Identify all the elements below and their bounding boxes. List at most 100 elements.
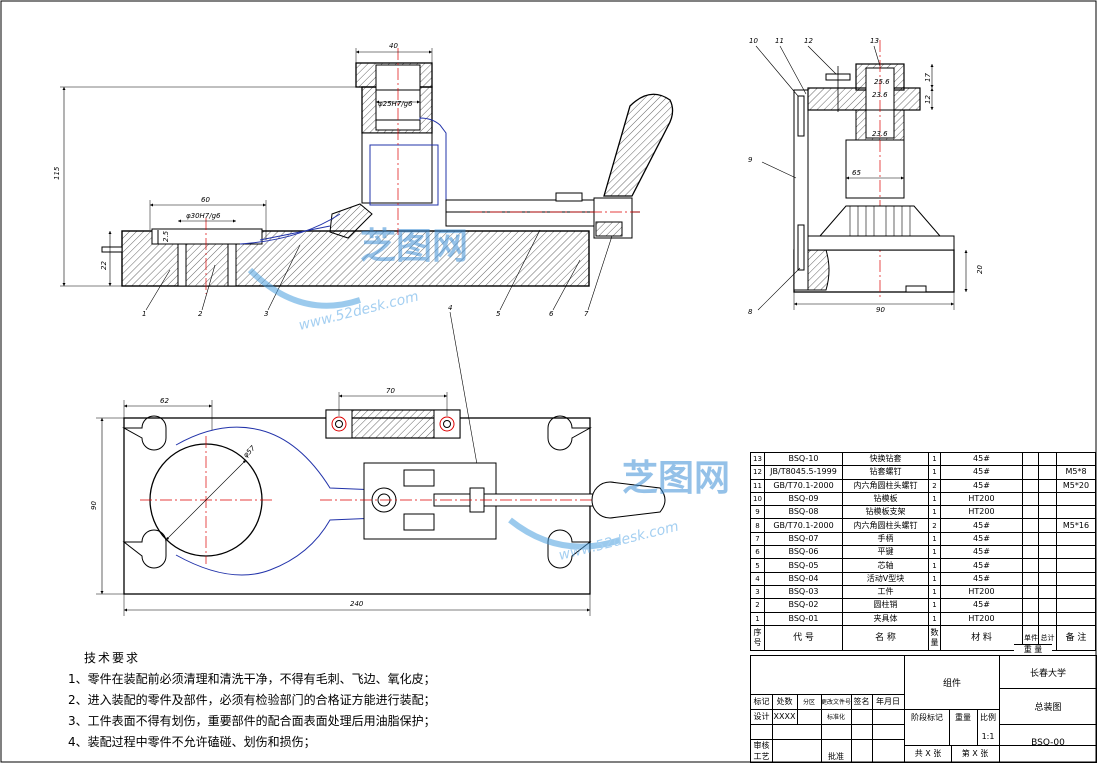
bom-qty: 1: [928, 584, 941, 600]
tb-drawing-no: BSQ-00: [1031, 738, 1065, 748]
bom-material: 45#: [940, 598, 1023, 613]
dim-side-width: 90: [876, 306, 885, 314]
callout-9: 9: [748, 156, 753, 164]
bom-total-weight: [1038, 451, 1057, 467]
tb-approve: 批准: [828, 751, 844, 761]
bom-total-weight: [1038, 558, 1057, 573]
bom-qty: 1: [928, 545, 941, 560]
bom-weight-caption: 重 量: [1014, 644, 1052, 655]
bom-unit-weight: [1022, 465, 1039, 480]
dim-left-width: 60: [201, 196, 210, 204]
bom-total-weight: [1038, 505, 1057, 520]
bom-qty: 2: [928, 478, 941, 493]
bom-total-weight: [1038, 491, 1057, 507]
bom-code: BSQ-02: [764, 598, 843, 613]
tb-weight: 重量: [955, 712, 971, 722]
bom-name: 活动V型块: [842, 571, 929, 586]
bom-header-qty: 数量: [928, 624, 941, 651]
watermark-text-2: 芝图网: [622, 458, 730, 499]
bom-seq: 11: [750, 478, 765, 493]
bom-code: GB/T70.1-2000: [764, 478, 843, 493]
bom-name: 内六角圆柱头螺钉: [842, 478, 929, 493]
bom-remark: M5*16: [1056, 518, 1096, 533]
tb-group: 组件: [942, 679, 961, 689]
bom-seq: 8: [750, 518, 765, 533]
dim-plan-dia: φ57: [242, 444, 258, 460]
bom-name: 钻模板: [842, 491, 929, 507]
bom-total-weight: [1038, 518, 1057, 533]
bom-code: BSQ-10: [764, 451, 843, 467]
bom-remark: [1056, 571, 1096, 586]
tb-count: 处数: [776, 697, 793, 706]
bom-unit-weight: [1022, 451, 1039, 467]
bom-seq: 9: [750, 505, 765, 520]
workpiece-top: [151, 228, 263, 245]
dim-plan-slot: 62: [160, 397, 169, 405]
bom-qty: 2: [928, 518, 941, 533]
dim-bore-top: φ25H7/g6: [378, 100, 413, 108]
bom-remark: [1056, 584, 1096, 600]
bom-seq: 13: [750, 451, 765, 467]
bom-material: 45#: [940, 531, 1023, 547]
bom-remark: [1056, 558, 1096, 573]
bom-total-weight: [1038, 584, 1057, 600]
bom-qty: 1: [928, 451, 941, 467]
bom-seq: 12: [750, 465, 765, 480]
bom-material: 45#: [940, 451, 1023, 467]
bom-seq: 3: [750, 584, 765, 600]
tb-school: 长春大学: [1029, 668, 1066, 679]
bom-code: BSQ-08: [764, 505, 843, 520]
bom-code: BSQ-06: [764, 545, 843, 560]
handle: [603, 93, 674, 197]
bom-remark: [1056, 491, 1096, 507]
bom-unit-weight: [1022, 531, 1039, 547]
bom-code: BSQ-05: [764, 558, 843, 573]
dim-base-height: 22: [100, 261, 108, 270]
callout-11: 11: [775, 37, 784, 45]
bom-code: BSQ-09: [764, 491, 843, 507]
tb-design: 设计: [753, 712, 770, 721]
bom-name: 圆柱销: [842, 598, 929, 613]
bom-qty: 1: [928, 558, 941, 573]
callout-1: 1: [142, 310, 146, 318]
bom-material: HT200: [940, 584, 1023, 600]
dim-plan-length: 240: [350, 600, 364, 608]
tb-sheets: 共 X 张: [914, 749, 942, 758]
bom-material: 45#: [940, 465, 1023, 480]
bom-seq: 7: [750, 531, 765, 547]
bom-total-weight: [1038, 531, 1057, 547]
bom-name: 工件: [842, 584, 929, 600]
dim-side-d3: 17: [924, 73, 932, 82]
bom-seq: 5: [750, 558, 765, 573]
bom-material: 45#: [940, 545, 1023, 560]
bom-unit-weight: [1022, 584, 1039, 600]
bom-remark: [1056, 531, 1096, 547]
front-view-dimension-text: 40 φ25H7/g6 115 22 60 φ30H7/g6 2.5 1 2 3…: [53, 42, 589, 318]
bom-header-seq: 序号: [750, 624, 765, 651]
dim-plan-height: 90: [90, 501, 98, 510]
bom-remark: M5*20: [1056, 478, 1096, 493]
callout-2: 2: [198, 310, 203, 318]
bom-qty: 1: [928, 531, 941, 547]
bom-unit-weight: [1022, 545, 1039, 560]
tb-mark: 标记: [753, 697, 770, 706]
bom-total-weight: [1038, 545, 1057, 560]
tb-sign: 签名: [853, 697, 870, 706]
bom-seq: 10: [750, 491, 765, 507]
bom-material: 45#: [940, 518, 1023, 533]
bom-qty: 1: [928, 611, 941, 626]
note-item-3: 3、工件表面不得有划伤，重要部件的配合面表面处理后用油脂保护；: [68, 714, 436, 728]
bom-material: HT200: [940, 611, 1023, 626]
bom-unit-weight: [1022, 558, 1039, 573]
